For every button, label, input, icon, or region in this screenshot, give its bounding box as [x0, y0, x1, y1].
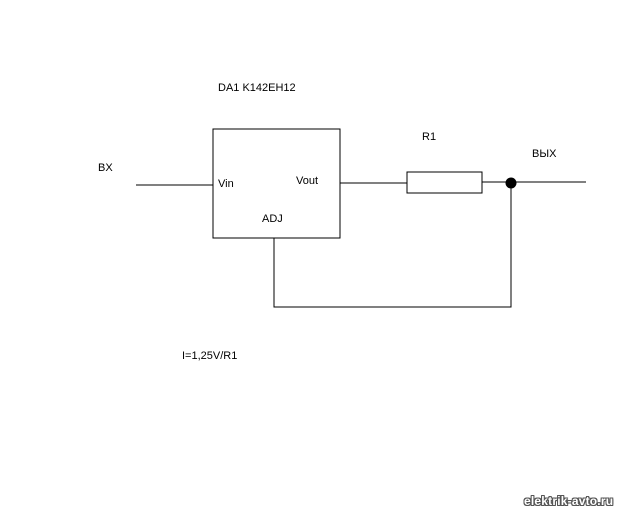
formula-label: I=1,25V/R1 — [182, 350, 238, 362]
junction-node — [505, 177, 517, 189]
output-label: BЫX — [532, 148, 557, 160]
resistor-label: R1 — [422, 131, 437, 143]
pin-adj-label: ADJ — [262, 213, 283, 225]
watermark: elektrik-avto.ru — [524, 494, 614, 508]
input-label: BX — [98, 162, 113, 174]
resistor-r1 — [406, 171, 483, 194]
adj-feedback-wire — [273, 182, 512, 308]
pin-vin-label: Vin — [218, 178, 234, 190]
chip-label: DA1 K142EH12 — [218, 82, 296, 94]
regulator-chip — [212, 128, 341, 239]
pin-vout-label: Vout — [296, 175, 319, 187]
